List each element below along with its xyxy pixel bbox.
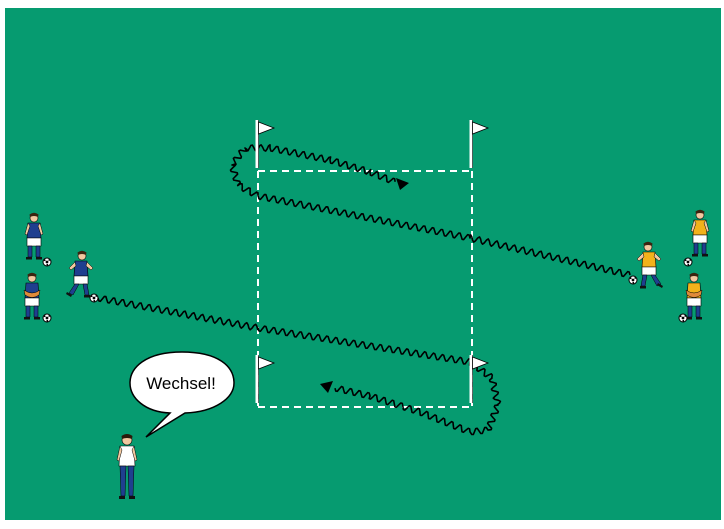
ball-icon xyxy=(679,314,687,322)
ball-icon xyxy=(629,276,637,284)
ball-icon xyxy=(43,314,51,322)
ball-icon xyxy=(90,294,98,302)
pitch xyxy=(5,8,721,520)
ball-icon xyxy=(43,258,51,266)
ball-icon xyxy=(684,258,692,266)
coach-speech: Wechsel! xyxy=(146,374,216,393)
